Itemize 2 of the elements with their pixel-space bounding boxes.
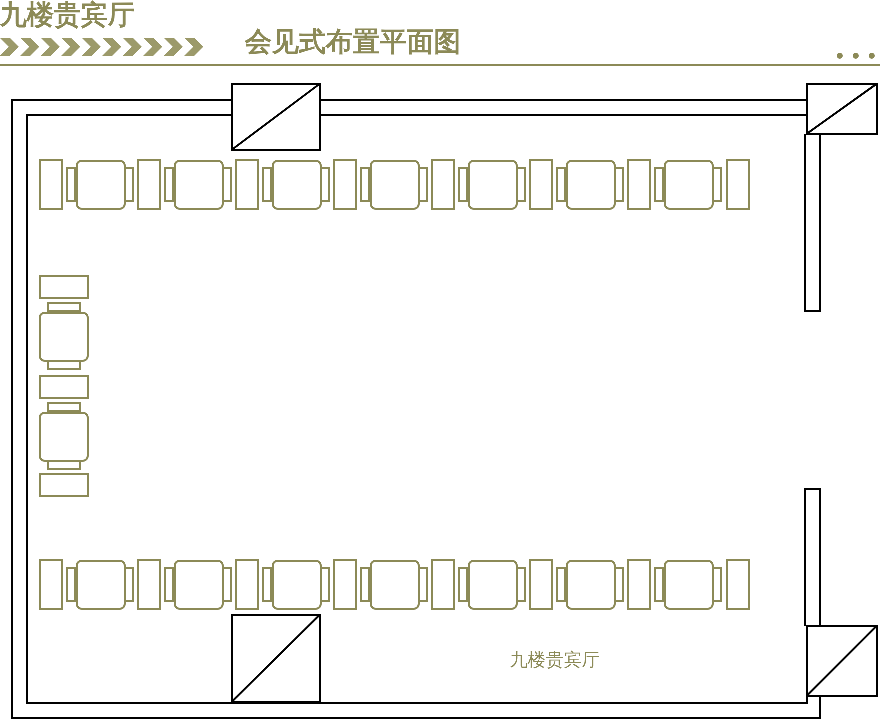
room-label: 九楼贵宾厅 [510,652,600,670]
subtitle: 会见式布置平面图 [245,29,461,56]
